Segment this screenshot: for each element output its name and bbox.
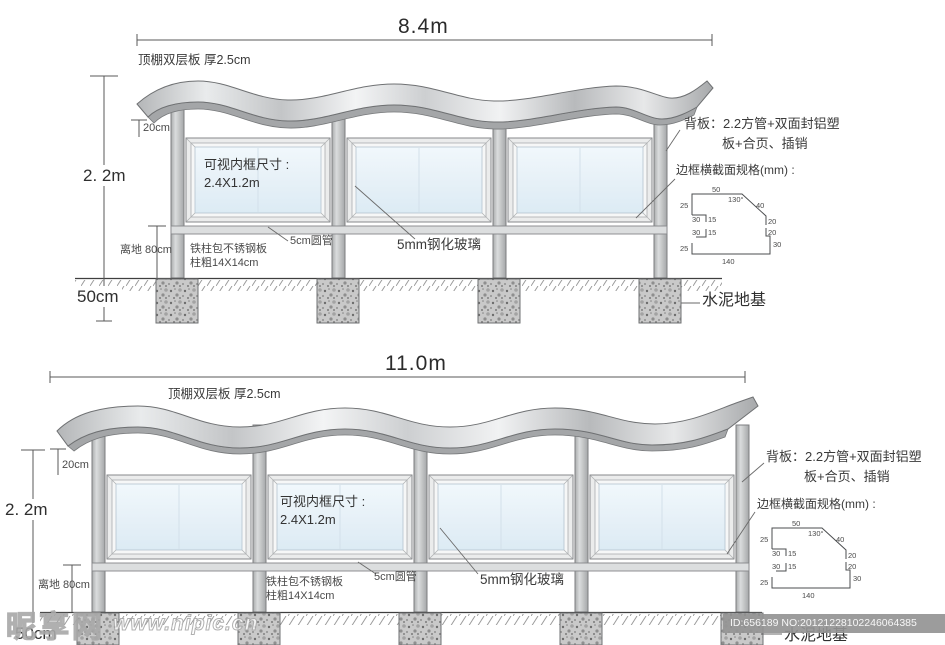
xs-mid-right-drop-b: 20 (848, 562, 856, 571)
bottom-leader-lines (357, 462, 782, 635)
bottom-frame-cross-section: 50 130° 40 25 30 15 20 30 15 20 30 25 14… (760, 519, 861, 600)
bottom-diagram: 50 130° 40 25 30 15 20 30 15 20 30 25 14… (21, 371, 861, 645)
xs-upper-left-height: 25 (680, 201, 688, 210)
image-id-bar: ID:656189 NO:20121228102246064385 (723, 614, 945, 633)
xs-slope-length: 40 (756, 201, 764, 210)
bottom-glass-label: 5mm钢化玻璃 (480, 572, 564, 587)
top-panel-3 (507, 137, 653, 223)
xs-slope-length-b: 40 (836, 535, 844, 544)
bottom-panel-size-line1: 可视内框尺寸 : (280, 494, 366, 509)
bottom-column-label: 铁柱包不锈钢板 柱粗14X14cm (266, 576, 343, 604)
bottom-roof-label: 顶棚双层板 厚2.5cm (168, 387, 281, 401)
top-ground-hatch (75, 280, 722, 291)
xs-lower-left-height-b: 25 (760, 578, 768, 587)
xs-top-width-b: 50 (792, 519, 800, 528)
top-columns (170, 107, 668, 279)
xs-lower-step-height-b: 15 (788, 562, 796, 571)
bottom-backboard-label-line1: 背板：2.2方管+双面封铝塑 (766, 449, 922, 464)
xs-lower-step-width-b: 30 (772, 562, 780, 571)
top-roof-gap-label: 20cm (143, 122, 170, 134)
xs-upper-left-height-b: 25 (760, 535, 768, 544)
xs-upper-right-drop-b: 20 (848, 551, 856, 560)
xs-upper-step-width: 30 (692, 215, 700, 224)
bottom-height-label: 2. 2m (2, 499, 51, 521)
bottom-panel-3 (428, 474, 574, 560)
xs-upper-step-height: 15 (708, 215, 716, 224)
bottom-section-title: 边框横截面规格(mm) : (757, 497, 876, 511)
top-panel-size-label: 可视内框尺寸 : 2.4X1.2m (204, 156, 289, 192)
bottom-column-line1: 铁柱包不锈钢板 (266, 576, 343, 588)
top-tube-label: 5cm圆管 (290, 235, 333, 247)
top-frame-cross-section: 50 130° 40 25 30 15 20 30 15 20 30 25 14… (680, 185, 781, 266)
top-foundation-label: 水泥地基 (702, 292, 767, 309)
bottom-column-line2: 柱粗14X14cm (266, 589, 335, 602)
xs-corner-angle-b: 130° (808, 529, 824, 538)
top-clearance-label: 离地 80cm (120, 244, 172, 256)
bottom-total-width-label: 11.0m (385, 352, 447, 375)
bottom-bottom-rail (91, 562, 750, 572)
bottom-panel-size-line2: 2.4X1.2m (280, 512, 336, 527)
xs-upper-step-width-b: 30 (772, 549, 780, 558)
xs-lower-right-height-b: 30 (853, 574, 861, 583)
top-leader-lines (267, 129, 700, 304)
top-section-title: 边框横截面规格(mm) : (676, 163, 795, 177)
top-height-label: 2. 2m (80, 165, 129, 187)
xs-corner-angle: 130° (728, 195, 744, 204)
xs-lower-step-height: 15 (708, 228, 716, 237)
top-column-label: 铁柱包不锈钢板 柱粗14X14cm (190, 243, 267, 271)
xs-mid-right-drop: 20 (768, 228, 776, 237)
top-backboard-label-line1: 背板：2.2方管+双面封铝塑 (684, 116, 840, 131)
top-glass-label: 5mm钢化玻璃 (397, 237, 481, 252)
xs-bottom-width-b: 140 (802, 591, 815, 600)
xs-lower-step-width: 30 (692, 228, 700, 237)
top-foundations (155, 278, 682, 324)
bottom-panel-4 (589, 474, 735, 560)
xs-bottom-width: 140 (722, 257, 735, 266)
top-panel-size-line2: 2.4X1.2m (204, 175, 260, 190)
xs-top-width: 50 (712, 185, 720, 194)
xs-lower-right-height: 30 (773, 240, 781, 249)
top-panel-2 (346, 137, 492, 223)
xs-upper-step-height-b: 15 (788, 549, 796, 558)
bottom-clearance-label: 离地 80cm (38, 579, 90, 591)
top-total-width-label: 8.4m (398, 15, 449, 38)
top-column-line1: 铁柱包不锈钢板 (190, 243, 267, 255)
xs-upper-right-drop: 20 (768, 217, 776, 226)
bottom-tube-label: 5cm圆管 (374, 571, 417, 583)
top-bottom-rail (170, 225, 668, 235)
xs-lower-left-height: 25 (680, 244, 688, 253)
top-diagram: 50 130° 40 25 30 15 20 30 15 20 30 25 14… (75, 34, 781, 324)
top-backboard-label-line2: 板+合页、插销 (722, 136, 808, 151)
top-canopy (136, 80, 714, 123)
bottom-canopy (56, 396, 759, 449)
top-foundation-depth-label: 50cm (74, 286, 122, 308)
bottom-foundation-depth-label: 50cm (12, 623, 60, 645)
bottom-panel-1 (106, 474, 252, 560)
top-column-line2: 柱粗14X14cm (190, 256, 259, 269)
bottom-backboard-label-line2: 板+合页、插销 (804, 469, 890, 484)
top-panel-size-line1: 可视内框尺寸 : (204, 157, 290, 172)
bottom-roof-gap-label: 20cm (62, 459, 89, 471)
bottom-panel-size-label: 可视内框尺寸 : 2.4X1.2m (280, 493, 365, 529)
top-roof-label: 顶棚双层板 厚2.5cm (138, 53, 251, 67)
